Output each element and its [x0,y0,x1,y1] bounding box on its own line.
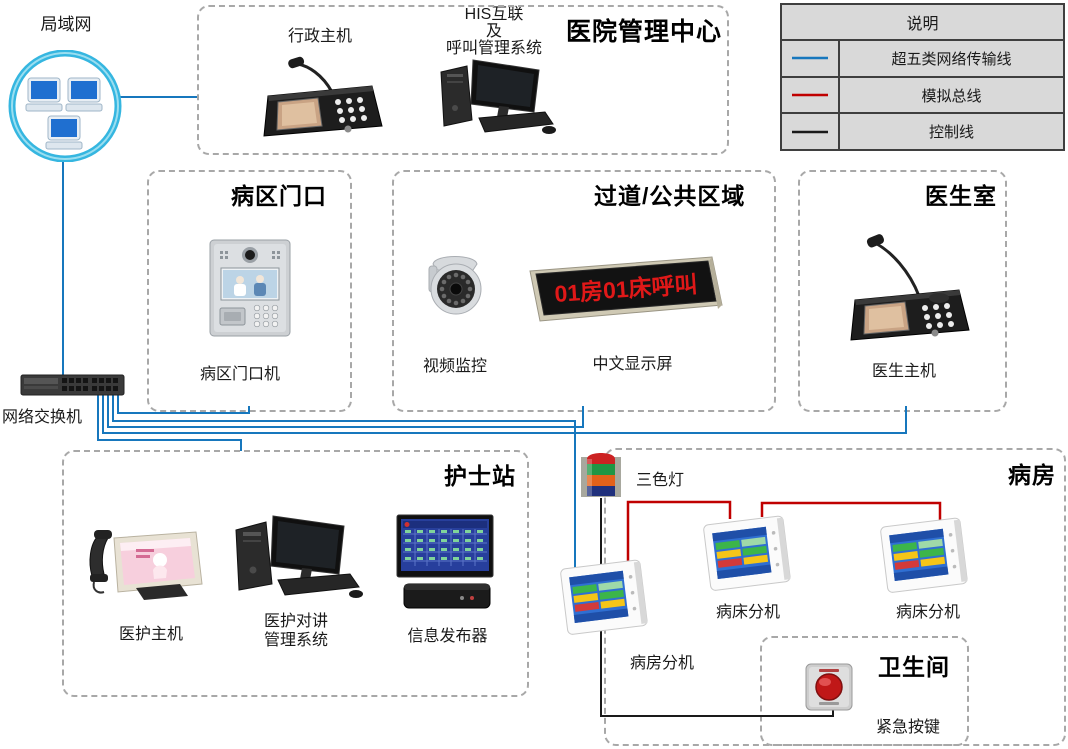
lan-label: 局域网 [40,15,92,34]
admin-host-device [263,56,383,137]
nurse-host-label: 医护主机 [118,626,183,643]
legend-title: 说明 [782,5,1063,41]
wire-switch-to-ward-gate [117,393,250,414]
nurse-pc-device [235,515,363,598]
his-pc-device [440,59,556,134]
legend: 说明 超五类网络传输线 模拟总线 控制线 [780,3,1065,151]
bed-extension-2-device [880,517,968,593]
wire-bed-ext1-to-bed-ext2 [760,501,942,521]
legend-swatch-analog [782,77,840,113]
cctv-camera-device [428,256,482,315]
nurse-host-device [89,530,203,600]
wire-switch-to-doctor-room [102,393,907,434]
network-wires [62,96,907,575]
wire-switch-to-room-extension [112,393,576,575]
doctor-host-label: 医生主机 [871,363,936,380]
camera-label: 视频监控 [422,358,487,375]
nurse-pc-label: 医护对讲 管理系统 [263,613,328,649]
legend-row-network: 超五类网络传输线 [782,41,1063,78]
ward-gate-title: 病区门口 [231,183,327,209]
management-title: 医院管理中心 [565,18,722,46]
ward-title: 病房 [1008,462,1056,488]
led-display-device: 01房01床呼叫 [529,256,723,322]
zone-bathroom-box [760,636,969,746]
corridor-title: 过道/公共区域 [594,183,746,209]
info-publisher-label: 信息发布器 [407,628,488,645]
zone-doctor-room-box [798,170,1007,412]
legend-swatch-control [782,114,840,150]
legend-label-analog: 模拟总线 [921,87,982,105]
bed-extension-1-device [703,515,791,591]
his-system-label: HIS互联 及 呼叫管理系统 [445,6,542,57]
doctor-room-title: 医生室 [925,183,997,209]
bed-extension-2-label: 病床分机 [895,604,960,621]
wire-room-ext-to-bed-ext1 [626,500,732,562]
wire-switch-to-nurse-station [97,393,242,451]
doctor-host-device [850,234,970,341]
info-publisher-device [396,514,494,609]
room-extension-label: 病房分机 [629,655,694,672]
emergency-button-device [805,663,853,711]
legend-row-analog: 模拟总线 [782,77,1063,115]
legend-label-control: 控制线 [928,124,974,142]
analog-line-sample-icon [792,93,828,97]
bathroom-title: 卫生间 [878,654,950,680]
zone-nurse-station-box [62,450,529,697]
analog-wires [626,500,942,562]
zone-management-box [197,5,729,155]
room-extension-device [560,559,648,635]
network-line-sample-icon [792,57,828,60]
tricolor-light-label: 三色灯 [635,472,684,489]
wire-switch-to-corridor [107,393,584,428]
emergency-button-label: 紧急按键 [875,719,940,736]
admin-host-label: 行政主机 [287,28,352,45]
network-switch-device [20,374,125,396]
control-line-sample-icon [792,130,828,133]
switch-label: 网络交换机 [2,409,83,426]
door-station-label: 病区门口机 [199,366,280,383]
nurse-station-title: 护士站 [444,463,516,489]
tricolor-light-device [581,453,621,497]
legend-swatch-network [782,41,840,76]
legend-row-control: 控制线 [782,114,1063,150]
bed-extension-1-label: 病床分机 [715,604,780,621]
door-station-device [209,239,291,337]
led-display-label: 中文显示屏 [592,356,673,373]
legend-label-network: 超五类网络传输线 [891,50,1012,68]
lan-icon [8,50,122,162]
